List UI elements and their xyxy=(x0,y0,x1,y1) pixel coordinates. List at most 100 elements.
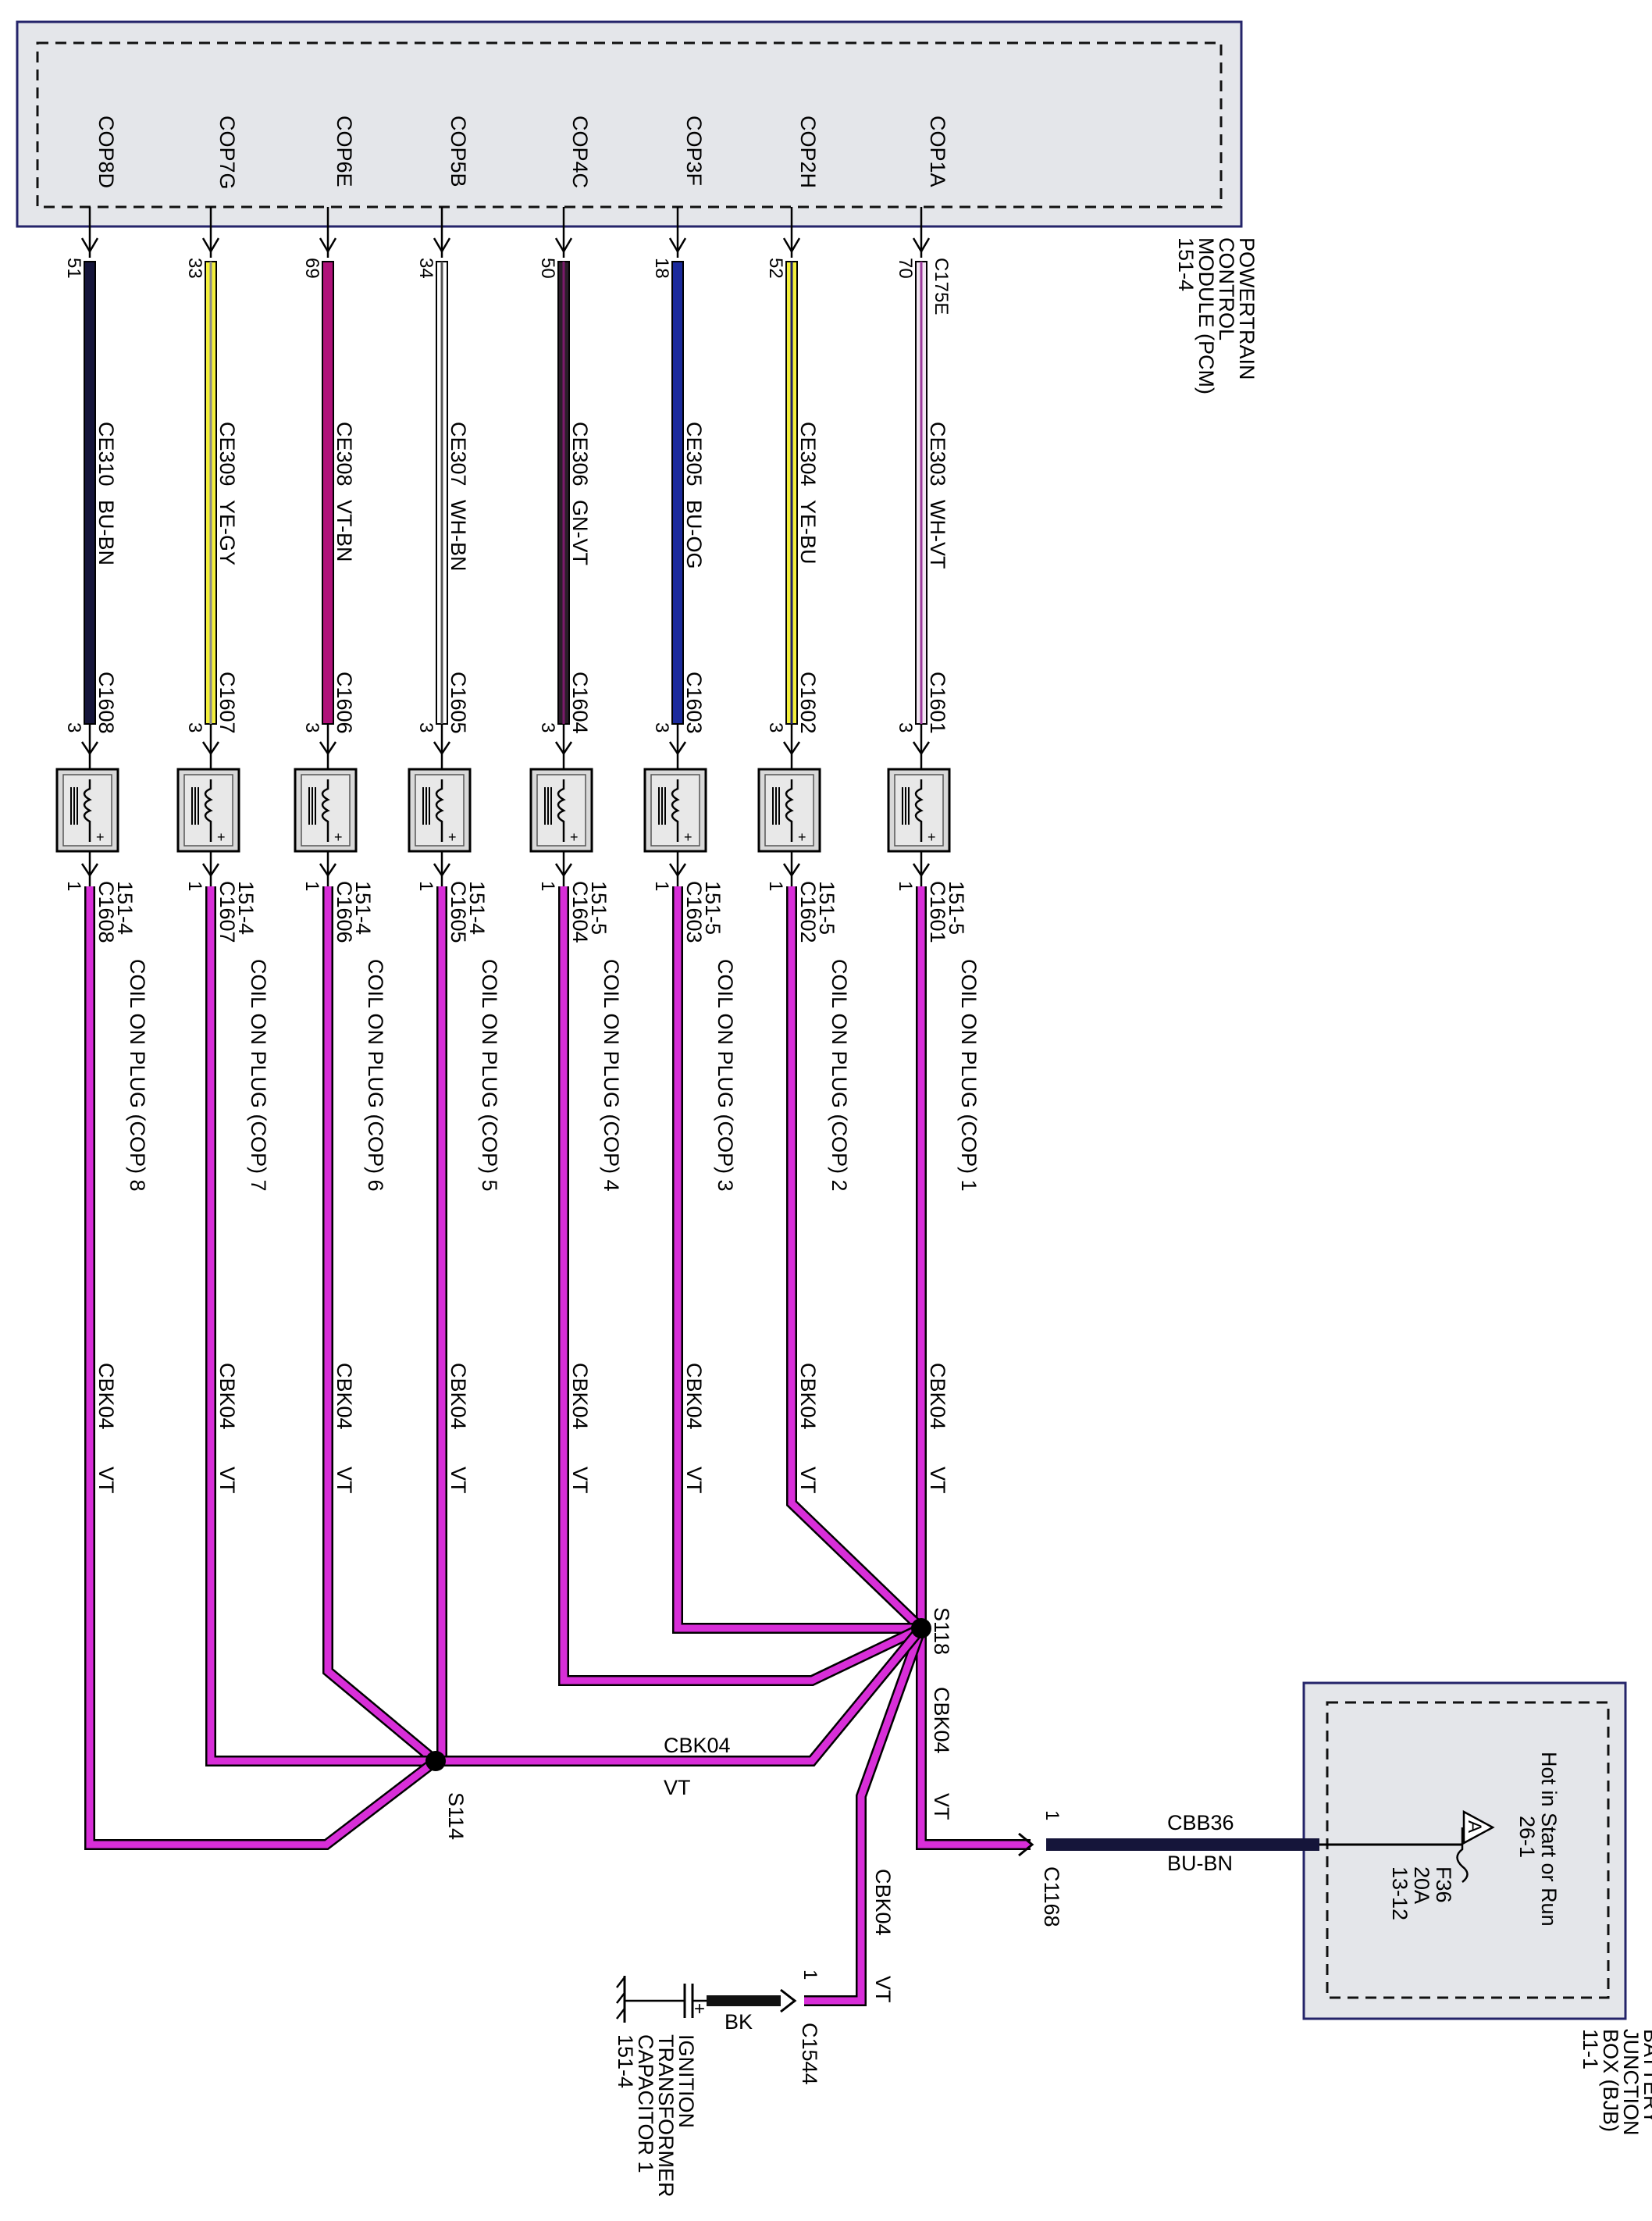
circuit-id-cop5: CE307 xyxy=(447,422,470,487)
coil-connector-top-cop7: C1607 xyxy=(215,672,239,734)
circuit-id-cop2: CE304 xyxy=(796,422,820,487)
pcm-pin-name-cop3: COP3F xyxy=(682,116,706,186)
circuit-color-cop1: WH-VT xyxy=(926,500,949,569)
chassis-ground-icon xyxy=(616,1976,640,2023)
coil-arrow-bottom-icon-cop2 xyxy=(782,863,801,878)
coil-name-cop6: COIL ON PLUG (COP) 6 xyxy=(364,959,387,1192)
pcm-pin-arrow-icon-cop2 xyxy=(782,237,801,254)
splice-s118[interactable] xyxy=(911,1618,931,1638)
coil-pin-top-cop8: 3 xyxy=(63,722,84,733)
coil-arrow-bottom-icon-cop1 xyxy=(912,863,931,878)
fuse-label-line-3: 13-12 xyxy=(1388,1866,1412,1920)
pcm-pin-name-cop6: COP6E xyxy=(333,116,356,187)
circuit-color-cop2: YE-BU xyxy=(796,500,820,565)
svg-text:+: + xyxy=(217,829,226,845)
coil-page-ref-cop7: 151-4 xyxy=(234,881,258,935)
splice-s114[interactable] xyxy=(425,1751,446,1771)
capacitor-feed-wire-fill xyxy=(804,1627,925,2005)
feed-wire-cop2-fill xyxy=(788,886,924,1631)
feed-wire-cop6-fill xyxy=(324,886,438,1764)
battery-feed-color: BU-BN xyxy=(1167,1852,1233,1875)
feed-triangle-icon: A xyxy=(1462,1809,1495,1845)
feed-color-label-cop3: VT xyxy=(682,1467,706,1494)
capacitor-label-line-3: CAPACITOR 1 xyxy=(634,2034,657,2173)
feed-circuit-label-cop4: CBK04 xyxy=(568,1363,592,1430)
splice-bus xyxy=(84,886,927,1850)
capacitor-circuit: CBK04 xyxy=(871,1869,895,1936)
s114-bus-circuit: CBK04 xyxy=(664,1734,731,1757)
circuit-color-cop8: BU-BN xyxy=(94,500,118,565)
circuit-color-cop7: YE-GY xyxy=(215,500,239,565)
feed-color-label-cop6: VT xyxy=(333,1467,356,1494)
coil-name-cop7: COIL ON PLUG (COP) 7 xyxy=(247,959,270,1192)
splice-s114-label: S114 xyxy=(444,1792,468,1840)
ignition-coil-icon-cop3: + xyxy=(658,779,692,845)
signal-wire-cop8[interactable] xyxy=(84,261,96,725)
pcm-pin-name-cop7: COP7G xyxy=(215,116,239,190)
c1168-arrow-icon xyxy=(1018,1832,1034,1857)
coil-name-cop4: COIL ON PLUG (COP) 4 xyxy=(600,959,623,1192)
coil-arrow-bottom-icon-cop4 xyxy=(554,863,573,878)
coil-arrow-bottom-icon-cop5 xyxy=(433,863,451,878)
pcm-pin-number-cop4: 50 xyxy=(537,258,558,279)
circuit-id-cop8: CE310 xyxy=(94,422,118,487)
coil-arrow-top-icon-cop5 xyxy=(433,741,451,756)
circuit-id-cop6: CE308 xyxy=(333,422,356,487)
pcm-pin-name-cop2: COP2H xyxy=(796,116,820,188)
circuit-color-cop6: VT-BN xyxy=(333,500,356,562)
coil-connector-top-cop6: C1606 xyxy=(333,672,356,734)
coil-connector-bottom-cop2: C1602 xyxy=(796,881,820,943)
feed-circuit-label-cop2: CBK04 xyxy=(796,1363,820,1430)
bjb-box[interactable] xyxy=(1302,1681,1627,2020)
feed-circuit-label-cop7: CBK04 xyxy=(215,1363,239,1430)
capacitor-label: IGNITION TRANSFORMER CAPACITOR 1 151-4 xyxy=(614,2034,698,2198)
coil-connector-bottom-cop1: C1601 xyxy=(926,881,949,943)
coil-pin-top-cop2: 3 xyxy=(765,722,786,733)
s118-feed-circuit: CBK04 xyxy=(930,1687,953,1754)
bjb-label-line-4: 11-1 xyxy=(1579,2029,1602,2069)
circuit-id-cop4: CE306 xyxy=(568,422,592,487)
pcm-label-line-3: MODULE (PCM) xyxy=(1194,237,1218,394)
circuit-id-cop3: CE305 xyxy=(682,422,706,487)
coil-pin-bottom-cop6: 1 xyxy=(301,881,322,891)
feed-wire-cop7-fill xyxy=(207,886,436,1765)
coil-arrow-top-icon-cop8 xyxy=(80,741,99,756)
pcm-pin-number-cop1: 70 xyxy=(895,258,916,279)
pcm-pin-arrow-icon-cop3 xyxy=(668,237,687,254)
feed-circuit-label-cop1: CBK04 xyxy=(926,1363,949,1430)
pcm-pin-name-cop5: COP5B xyxy=(447,116,470,187)
coil-pin-bottom-cop8: 1 xyxy=(63,881,84,891)
pcm-pin-number-cop8: 51 xyxy=(63,258,84,279)
fuse-label-line-2: 20A xyxy=(1410,1866,1433,1904)
ignition-coil-icon-cop7: + xyxy=(191,779,226,845)
svg-text:+: + xyxy=(927,829,936,845)
fuse-label: F36 20A 13-12 xyxy=(1388,1866,1455,1920)
pcm-pin-arrow-icon-cop7 xyxy=(201,237,220,254)
svg-text:+: + xyxy=(448,829,457,845)
coil-arrow-top-icon-cop1 xyxy=(912,741,931,756)
signal-wire-cop3[interactable] xyxy=(671,261,684,725)
coil-pin-top-cop7: 3 xyxy=(184,722,205,733)
signal-wire-cop6[interactable] xyxy=(322,261,334,725)
ignition-coil-icon-cop4: + xyxy=(544,779,579,845)
feed-wire-cop2[interactable] xyxy=(786,886,925,1633)
circuit-color-cop3: BU-OG xyxy=(682,500,706,569)
pcm-module-box[interactable] xyxy=(16,20,1243,228)
feed-wire-cop3-fill xyxy=(674,886,921,1632)
pcm-pin-number-cop7: 33 xyxy=(184,258,205,279)
pcm-pin-number-cop2: 52 xyxy=(765,258,786,279)
pcm-pin-name-cop4: COP4C xyxy=(568,116,592,188)
pcm-label-line-4: 151-4 xyxy=(1174,237,1198,291)
coil-page-ref-cop5: 151-4 xyxy=(465,881,489,935)
c1544-arrow-icon xyxy=(780,1988,797,2013)
coil-connector-top-cop5: C1605 xyxy=(447,672,470,734)
feed-wire-cop8-fill xyxy=(86,886,438,1848)
coil-pin-bottom-cop3: 1 xyxy=(651,881,672,891)
coil-name-cop2: COIL ON PLUG (COP) 2 xyxy=(828,959,851,1192)
pcm-pin-number-cop6: 69 xyxy=(301,258,322,279)
bjb-label-line-3: BOX (BJB) xyxy=(1599,2029,1622,2132)
svg-text:+: + xyxy=(570,829,579,845)
coil-page-ref-cop1: 151-5 xyxy=(945,881,968,935)
pcm-pin-arrow-icon-cop8 xyxy=(80,237,99,254)
